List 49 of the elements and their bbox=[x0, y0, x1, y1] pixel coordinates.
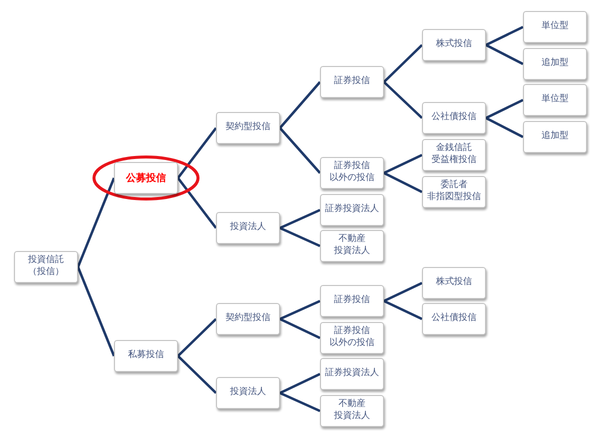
category-box: 不動産投資法人 bbox=[320, 395, 384, 427]
connector-line bbox=[485, 116, 524, 138]
category-box: 私募投信 bbox=[114, 340, 178, 372]
connector-line bbox=[383, 172, 423, 194]
connector-line bbox=[279, 208, 321, 230]
connector-line bbox=[279, 127, 321, 174]
category-box: 不動産投資法人 bbox=[320, 230, 384, 262]
category-box: 証券投信 bbox=[320, 66, 384, 98]
connector-line bbox=[383, 282, 423, 302]
connector-line bbox=[177, 355, 217, 394]
connector-line bbox=[279, 318, 321, 340]
connector-line bbox=[279, 81, 321, 129]
category-box: 投資法人 bbox=[216, 212, 280, 244]
connector-line bbox=[177, 318, 217, 357]
category-box: 単位型 bbox=[523, 84, 587, 116]
connector-line bbox=[76, 178, 116, 268]
connector-line bbox=[485, 26, 524, 46]
category-box: 金銭信託受益権投信 bbox=[422, 139, 486, 171]
category-box: 証券投資法人 bbox=[320, 194, 384, 226]
connector-line bbox=[177, 177, 217, 229]
category-box: 公社債投信 bbox=[422, 303, 486, 335]
category-box: 契約型投信 bbox=[216, 303, 280, 335]
category-box: 証券投信以外の投信 bbox=[320, 322, 384, 354]
category-box: 公社債投信 bbox=[422, 102, 486, 134]
connector-line bbox=[383, 154, 423, 174]
connector-line bbox=[383, 81, 423, 119]
category-box: 証券投資法人 bbox=[320, 358, 384, 390]
connector-line bbox=[485, 98, 524, 120]
category-box: 追加型 bbox=[523, 121, 587, 153]
category-box: 公募投信 bbox=[114, 162, 178, 194]
connector-line bbox=[76, 266, 116, 356]
connector-line bbox=[485, 44, 524, 66]
category-box: 投資法人 bbox=[216, 377, 280, 409]
category-box: 契約型投信 bbox=[216, 112, 280, 144]
connector-line bbox=[279, 372, 321, 394]
connector-line bbox=[279, 226, 321, 248]
connector-line bbox=[383, 44, 423, 83]
category-box: 単位型 bbox=[523, 11, 587, 43]
category-box: 委託者非指図型投信 bbox=[422, 176, 486, 208]
category-box: 株式投信 bbox=[422, 29, 486, 61]
connector-line bbox=[279, 392, 321, 412]
category-box: 証券投信 bbox=[320, 285, 384, 317]
category-box: 投資信託（投信） bbox=[14, 251, 78, 283]
category-box: 株式投信 bbox=[422, 267, 486, 299]
category-box: 追加型 bbox=[523, 48, 587, 80]
connector-line bbox=[279, 300, 321, 320]
connector-line bbox=[383, 300, 423, 320]
category-box: 証券投信以外の投信 bbox=[320, 157, 384, 189]
connector-line bbox=[177, 127, 217, 179]
